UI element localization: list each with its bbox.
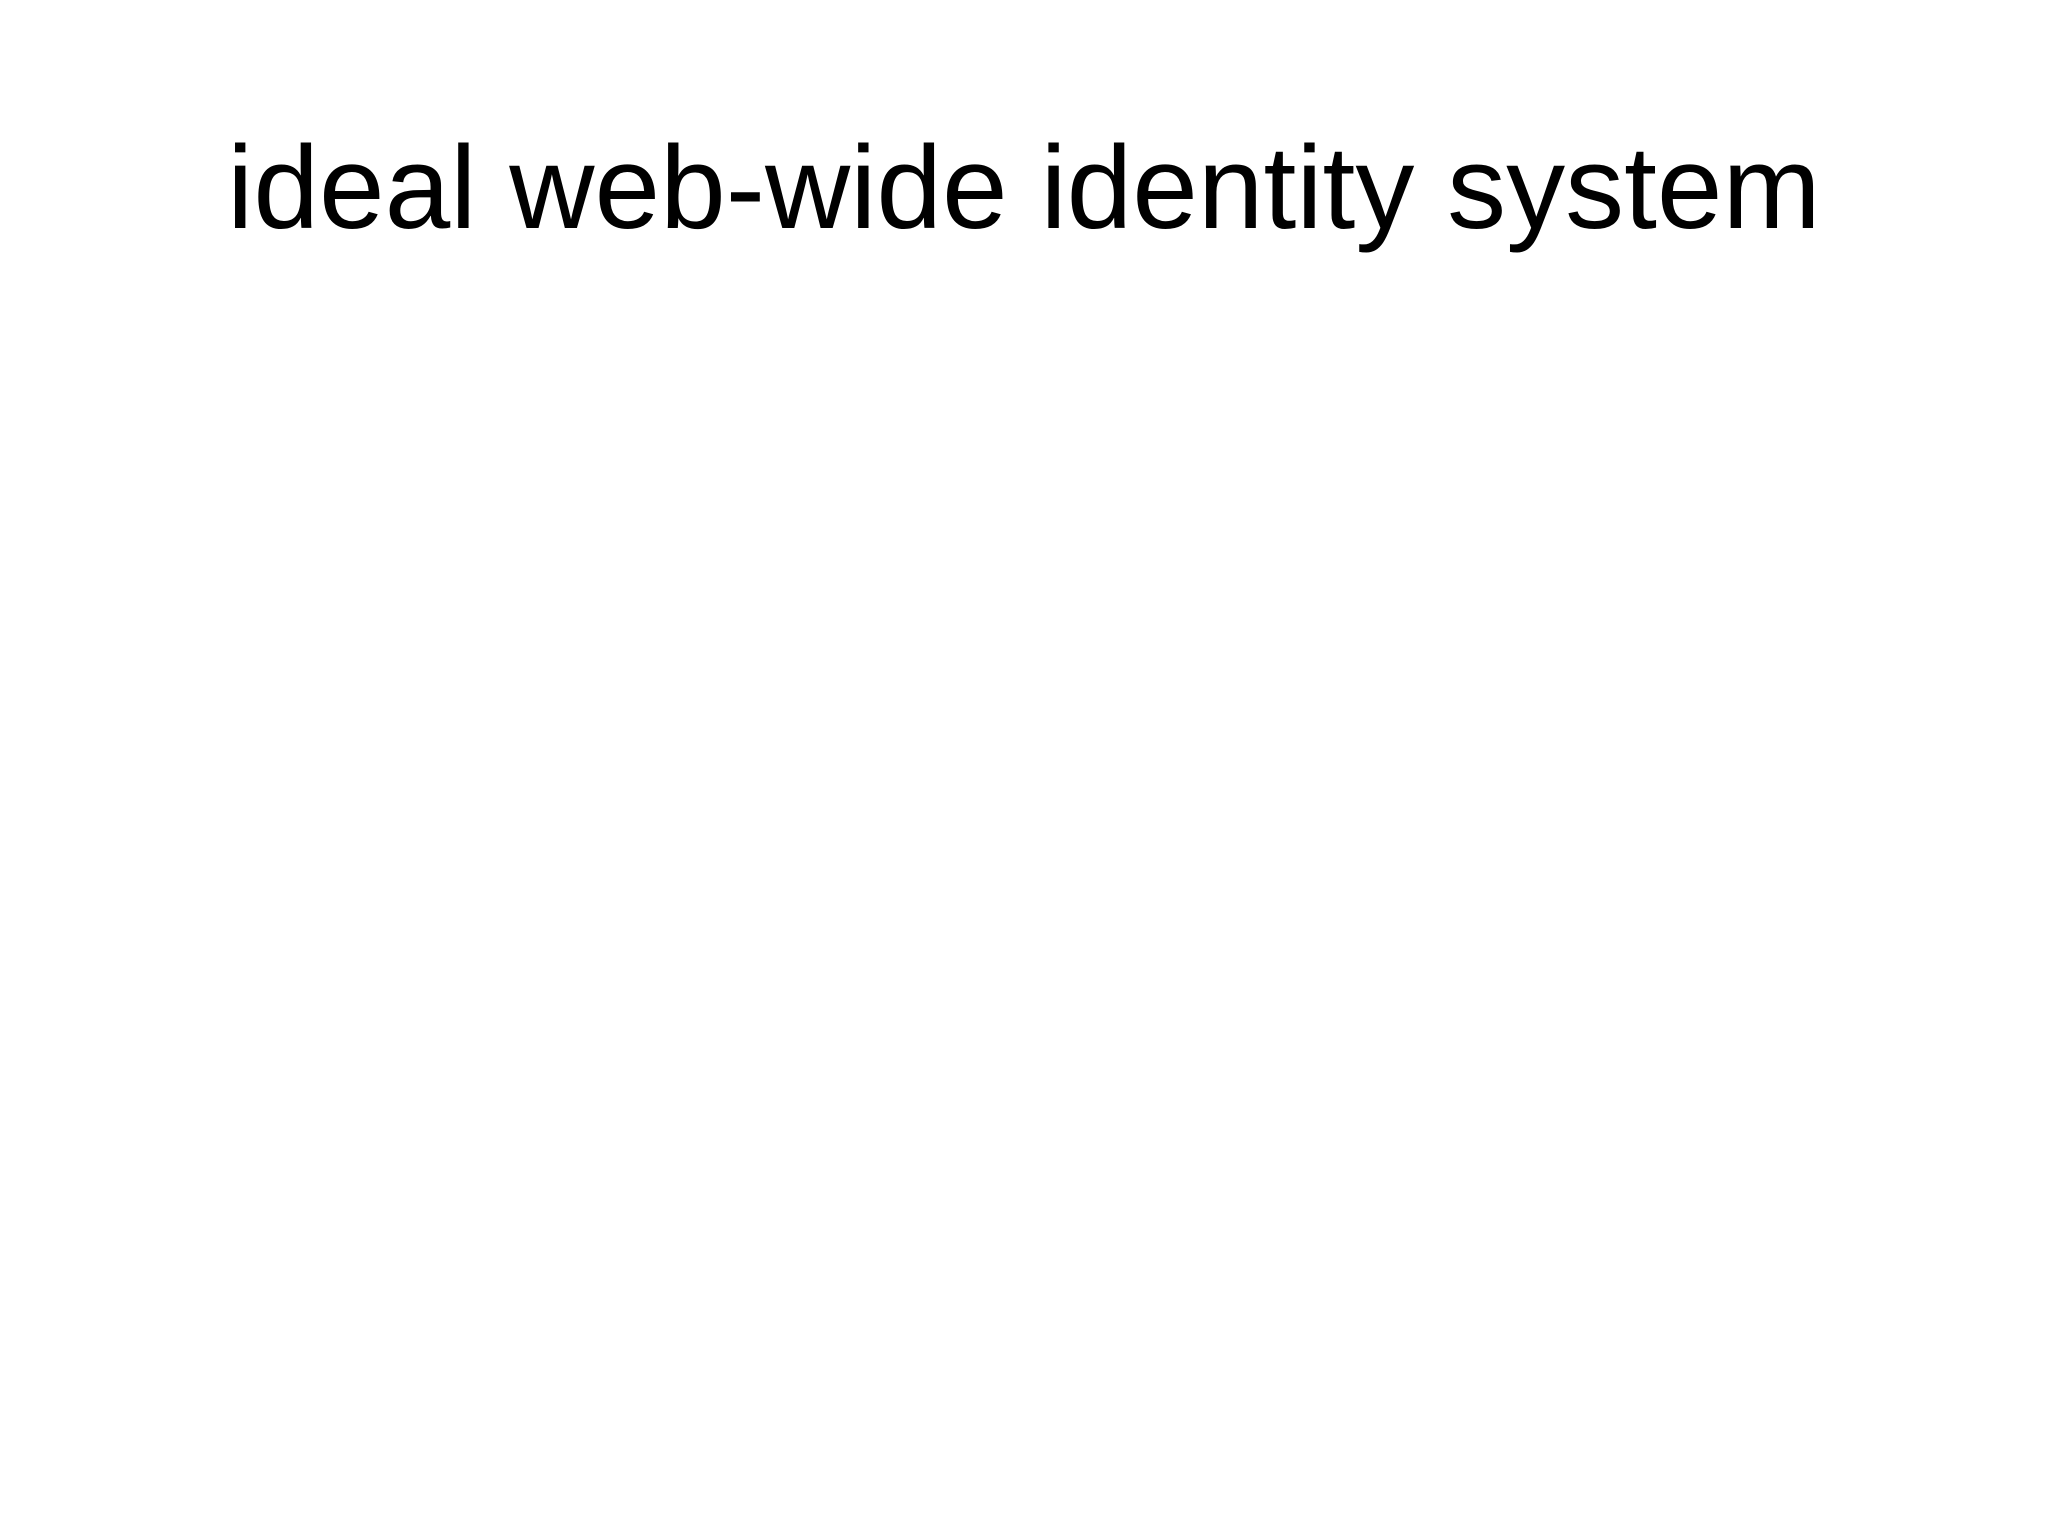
- slide-title: ideal web-wide identity system: [227, 122, 1821, 254]
- slide-empty-area: [0, 300, 2048, 1535]
